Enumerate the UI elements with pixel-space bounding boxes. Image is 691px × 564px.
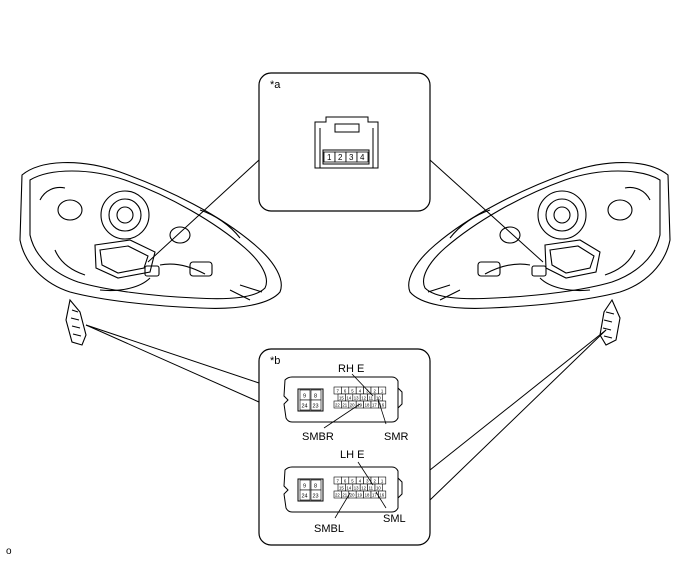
lh-connector (283, 466, 403, 513)
rh-pin-21: 21 (342, 403, 347, 408)
lh-pin-16: 16 (379, 493, 384, 498)
rh-pin-7: 7 (337, 389, 340, 394)
lh-pin-18: 18 (365, 493, 370, 498)
rh-pin-10: 10 (376, 396, 381, 401)
callout-b-leader-left-2 (85, 324, 260, 384)
connector-a-pin-1: 1 (327, 153, 332, 162)
right-headlight-assembly (408, 161, 671, 346)
rh-e-label: RH E (338, 363, 364, 375)
lh-pin-21: 21 (342, 493, 347, 498)
sml-label: SML (383, 513, 406, 525)
callout-a-label: *a (270, 79, 281, 91)
lh-pin-1: 1 (381, 479, 384, 484)
connector-a-pins (323, 151, 369, 163)
rh-pin-12: 12 (361, 396, 366, 401)
lh-pin-20: 20 (350, 493, 355, 498)
rh-pin-1: 1 (381, 389, 384, 394)
lh-pin-6: 6 (344, 479, 347, 484)
lh-pin-3: 3 (366, 479, 369, 484)
callout-b-label: *b (270, 355, 280, 367)
callout-b-leader-left-1 (85, 324, 260, 403)
rh-pin-5: 5 (351, 389, 354, 394)
rh-pin-6: 6 (344, 389, 347, 394)
lh-pin-9: 9 (303, 484, 306, 490)
rh-pin-24: 24 (302, 404, 308, 410)
callout-a: *a 1 2 3 4 (147, 72, 544, 263)
rh-pin-11: 11 (369, 396, 374, 401)
lh-pin-2: 2 (374, 479, 377, 484)
connector-a-pin-3: 3 (349, 153, 354, 162)
lh-pin-8: 8 (314, 484, 317, 490)
lh-pin-13: 13 (354, 486, 359, 491)
lh-pin-17: 17 (372, 493, 377, 498)
rh-pin-3: 3 (366, 389, 369, 394)
rh-pin-4: 4 (359, 389, 362, 394)
figure-code: o (6, 546, 12, 557)
lh-connector-pin-labels: 9 8 24 23 7 6 5 4 3 2 1 15 14 13 12 11 1… (302, 479, 385, 500)
rh-connector-pin-labels: 9 8 24 23 7 6 5 4 3 2 1 15 14 13 12 11 1… (302, 389, 385, 410)
rh-pin-23: 23 (313, 404, 319, 410)
lh-pin-19: 19 (357, 493, 362, 498)
rh-pin-18: 18 (365, 403, 370, 408)
smr-label: SMR (384, 431, 409, 443)
rh-pin-9: 9 (303, 394, 306, 400)
lh-connector-leaders (334, 461, 387, 519)
lh-connector-pins (299, 476, 387, 501)
lh-pin-23: 23 (313, 494, 319, 500)
lh-pin-22: 22 (335, 493, 340, 498)
lh-pin-10: 10 (376, 486, 381, 491)
connector-a-pin-2: 2 (338, 153, 343, 162)
smbl-label: SMBL (314, 523, 344, 535)
callout-a-leader-left (147, 159, 260, 263)
lh-pin-15: 15 (339, 486, 344, 491)
smbr-label: SMBR (302, 431, 334, 443)
rh-pin-17: 17 (372, 403, 377, 408)
lh-pin-5: 5 (351, 479, 354, 484)
rh-connector-pins (299, 386, 387, 411)
lh-pin-14: 14 (346, 486, 351, 491)
rh-pin-16: 16 (379, 403, 384, 408)
rh-pin-13: 13 (354, 396, 359, 401)
rh-pin-15: 15 (339, 396, 344, 401)
rh-connector-leaders (323, 373, 387, 429)
lh-pin-12: 12 (361, 486, 366, 491)
lh-e-label: LH E (340, 449, 364, 461)
rh-pin-14: 14 (346, 396, 351, 401)
lh-pin-7: 7 (337, 479, 340, 484)
rh-connector (283, 376, 403, 423)
rh-pin-8: 8 (314, 394, 317, 400)
rh-pin-19: 19 (357, 403, 362, 408)
callout-a-leader-right (429, 159, 544, 263)
callout-b-leader-right-2 (429, 329, 607, 501)
rh-pin-2: 2 (374, 389, 377, 394)
connector-a (314, 116, 379, 169)
connector-a-pin-4: 4 (360, 153, 365, 162)
callout-a-frame (258, 72, 431, 212)
lh-pin-4: 4 (359, 479, 362, 484)
callout-b: *b 9 8 24 23 7 6 (85, 324, 607, 546)
lh-pin-11: 11 (369, 486, 374, 491)
lh-pin-24: 24 (302, 494, 308, 500)
rh-pin-20: 20 (350, 403, 355, 408)
rh-pin-22: 22 (335, 403, 340, 408)
callout-b-leader-right-1 (429, 329, 607, 471)
left-headlight-assembly (19, 161, 282, 346)
